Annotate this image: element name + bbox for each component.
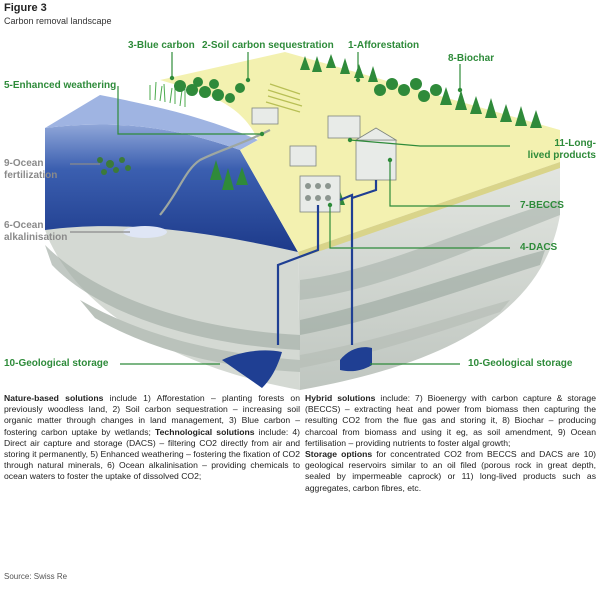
rock-layer	[80, 300, 300, 372]
technological-heading: Technological solutions	[155, 426, 255, 437]
label-long-lived-products: 11-Long- lived products	[520, 138, 596, 162]
rock-layer	[300, 200, 560, 300]
wetland-grass	[149, 81, 186, 107]
rock-layer	[300, 250, 545, 335]
nature-technological-description: Nature-based solutions include 1) Affore…	[4, 393, 300, 483]
algae-bloom	[97, 157, 131, 175]
hybrid-body: include: 7) Bioenergy with carbon captur…	[305, 393, 596, 448]
figure-subtitle: Carbon removal landscape	[4, 16, 112, 26]
rock-layer	[45, 245, 300, 350]
label-soil-carbon: 2-Soil carbon sequestration	[202, 40, 334, 51]
figure-source: Source: Swiss Re	[4, 572, 68, 581]
hybrid-storage-description: Hybrid solutions include: 7) Bioenergy w…	[305, 393, 596, 494]
co2-pipes	[276, 180, 378, 345]
label-ocean-fert-line2: fertilization	[4, 170, 58, 181]
label-long-lived-line1: 11-Long-	[554, 138, 596, 149]
carbon-removal-diagram	[45, 52, 560, 390]
tree-cluster	[174, 77, 245, 103]
label-beccs: 7-BECCS	[520, 200, 564, 211]
label-long-lived-line2: lived products	[527, 150, 596, 161]
storage-heading: Storage options	[305, 449, 373, 460]
label-biochar: 8-Biochar	[448, 53, 495, 64]
label-enhanced-weathering: 5-Enhanced weathering	[4, 80, 117, 91]
geological-storage-right	[340, 347, 372, 372]
weathering-pipe	[159, 129, 271, 216]
label-ocean-alkalinisation: 6-Ocean alkalinisation	[4, 220, 67, 244]
label-dacs: 4-DACS	[520, 242, 558, 253]
label-geological-storage-left: 10-Geological storage	[4, 358, 109, 369]
label-afforestation: 1-Afforestation	[348, 40, 420, 51]
geological-storage-left	[222, 350, 282, 388]
label-geological-storage-right: 10-Geological storage	[468, 358, 573, 369]
rock-right-face	[298, 162, 560, 390]
label-ocean-fertilization: 9-Ocean fertilization	[4, 158, 57, 182]
storage-body: for concentrated CO2 from BECCS and DACS…	[305, 449, 597, 493]
nature-heading: Nature-based solutions	[4, 393, 104, 403]
leader-dots	[169, 75, 463, 208]
alkalinisation-patch	[123, 226, 167, 238]
nature-body: include 1) Afforestation – planting fore…	[4, 393, 300, 437]
label-ocean-fert-line1: 9-Ocean	[4, 158, 44, 169]
crop-field	[265, 83, 303, 113]
facility-buildings	[251, 107, 398, 213]
hybrid-heading: Hybrid solutions	[305, 393, 376, 403]
leader-lines-gray	[70, 163, 130, 233]
technological-body: include: 4) Direct air capture and stora…	[4, 426, 300, 482]
label-ocean-alk-line2: alkalinisation	[4, 232, 68, 243]
label-blue-carbon: 3-Blue carbon	[128, 40, 195, 51]
dac-fans	[305, 183, 331, 201]
ground-top-edge	[298, 162, 560, 258]
label-ocean-alk-line1: 6-Ocean	[4, 220, 44, 231]
leader-lines	[117, 52, 510, 365]
figure-title: Figure 3	[4, 2, 47, 14]
ocean-surface	[45, 95, 258, 150]
ocean-water	[45, 124, 298, 252]
